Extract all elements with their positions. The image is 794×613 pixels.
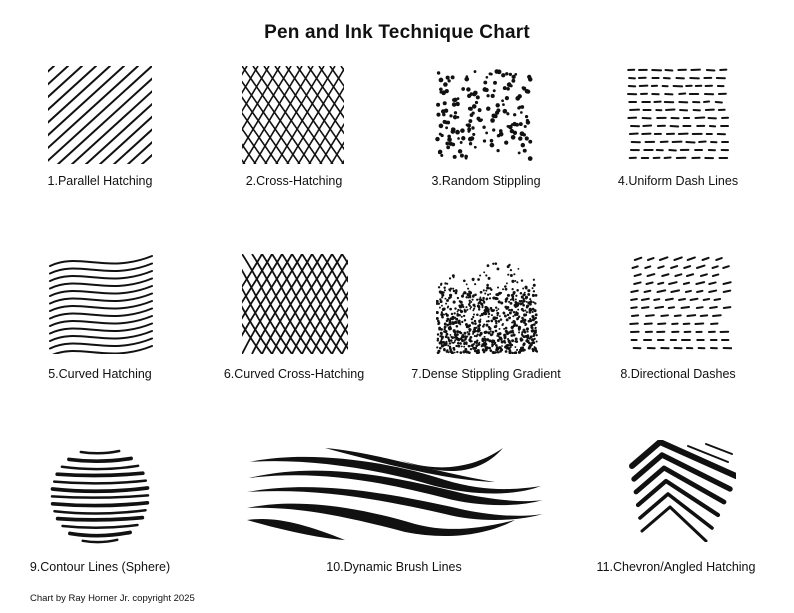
random-stippling-drawing xyxy=(435,69,533,161)
parallel-hatching-swatch xyxy=(48,66,152,164)
dense-stippling-drawing xyxy=(436,262,538,354)
cross-hatching-drawing xyxy=(242,66,344,164)
curved-hatching-drawing xyxy=(49,255,153,354)
directional-dashes-swatch xyxy=(628,256,732,354)
chevron-hatching-swatch xyxy=(628,440,736,542)
technique-caption-10: 10.Dynamic Brush Lines xyxy=(326,560,462,574)
parallel-hatching-drawing xyxy=(48,66,152,164)
technique-caption-5: 5.Curved Hatching xyxy=(48,367,152,381)
technique-caption-1: 1.Parallel Hatching xyxy=(47,174,153,188)
technique-caption-11: 11.Chevron/Angled Hatching xyxy=(596,560,756,574)
technique-caption-3: 3.Random Stippling xyxy=(431,174,541,188)
technique-caption-6: 6.Curved Cross-Hatching xyxy=(223,367,365,381)
copyright-credit: Chart by Ray Horner Jr. copyright 2025 xyxy=(30,593,195,604)
directional-dashes-drawing xyxy=(629,256,732,350)
technique-caption-9: 9.Contour Lines (Sphere) xyxy=(29,560,171,574)
technique-caption-7: 7.Dense Stippling Gradient xyxy=(411,367,561,381)
curved-hatching-swatch xyxy=(48,254,154,354)
contour-sphere-swatch xyxy=(48,446,156,546)
chart-title: Pen and Ink Technique Chart xyxy=(264,22,530,43)
cross-hatching-swatch xyxy=(242,66,344,164)
dynamic-brush-drawing xyxy=(247,448,543,540)
curved-cross-hatching-drawing xyxy=(242,254,348,354)
technique-caption-8: 8.Directional Dashes xyxy=(620,367,736,381)
uniform-dash-swatch xyxy=(626,66,730,164)
technique-caption-2: 2.Cross-Hatching xyxy=(245,174,343,188)
uniform-dash-drawing xyxy=(627,68,729,160)
dense-stippling-swatch xyxy=(436,256,538,354)
curved-cross-hatching-swatch xyxy=(242,254,348,354)
technique-caption-4: 4.Uniform Dash Lines xyxy=(617,174,739,188)
dynamic-brush-swatch xyxy=(245,440,545,544)
chevron-hatching-drawing xyxy=(629,440,736,542)
random-stippling-swatch xyxy=(434,68,534,162)
contour-sphere-drawing xyxy=(50,449,150,544)
